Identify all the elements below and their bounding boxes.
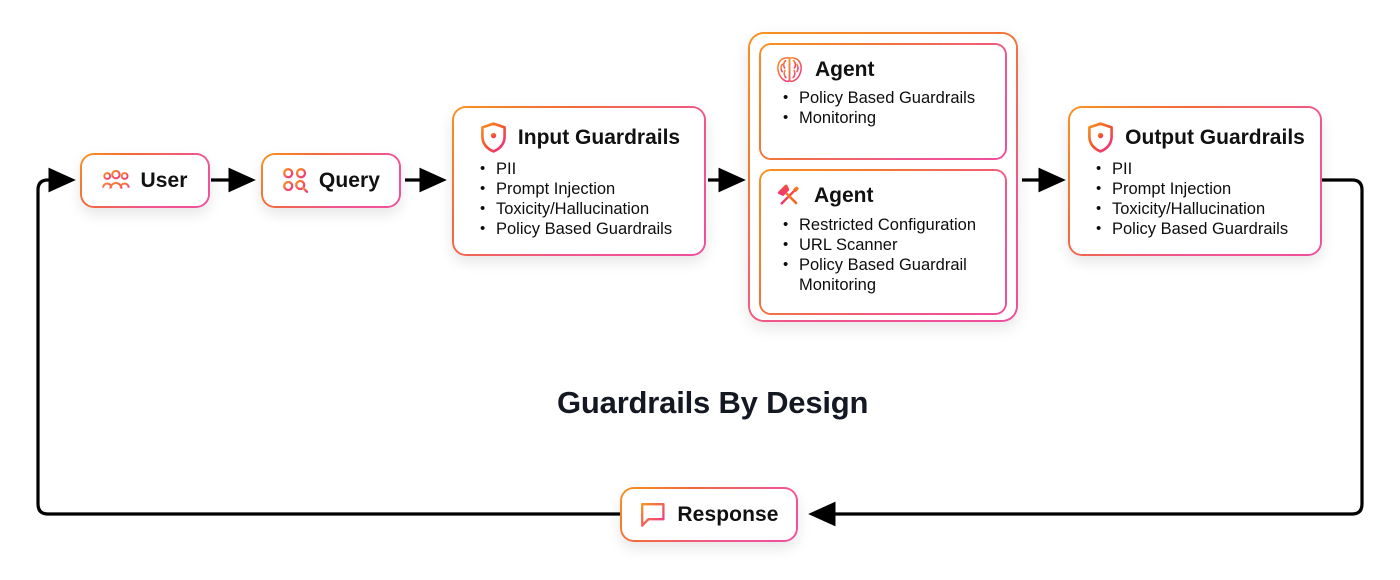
agent-brain-title: Agent — [815, 57, 875, 81]
node-agent-tools[interactable]: Agent Restricted Configuration URL Scann… — [759, 169, 1007, 315]
list-item: URL Scanner — [783, 235, 991, 255]
node-agent-brain[interactable]: Agent Policy Based Guardrails Monitoring — [759, 43, 1007, 160]
input-guardrails-header: Input Guardrails — [472, 122, 688, 153]
output-guardrails-header: Output Guardrails — [1087, 122, 1305, 153]
node-user-label: User — [140, 168, 188, 192]
agent-tools-list: Restricted Configuration URL Scanner Pol… — [775, 215, 991, 295]
node-query-label: Query — [318, 168, 381, 192]
list-item: PII — [1096, 159, 1304, 179]
node-output-guardrails[interactable]: Output Guardrails PII Prompt Injection T… — [1068, 106, 1322, 256]
tools-icon — [775, 182, 803, 210]
shield-lock-icon — [1087, 122, 1114, 153]
output-guardrails-list: PII Prompt Injection Toxicity/Hallucinat… — [1088, 159, 1304, 239]
users-group-icon — [102, 169, 131, 192]
input-guardrails-list: PII Prompt Injection Toxicity/Hallucinat… — [472, 159, 688, 239]
input-guardrails-title: Input Guardrails — [517, 125, 681, 149]
list-item: Toxicity/Hallucination — [480, 199, 688, 219]
agent-brain-header: Agent — [775, 56, 991, 83]
node-query[interactable]: Query — [261, 153, 401, 208]
list-item: Policy Based Guardrail Monitoring — [783, 255, 985, 295]
node-input-guardrails[interactable]: Input Guardrails PII Prompt Injection To… — [452, 106, 706, 256]
list-item: PII — [480, 159, 688, 179]
brain-icon — [775, 56, 804, 83]
list-item: Toxicity/Hallucination — [1096, 199, 1304, 219]
node-response[interactable]: Response — [620, 487, 798, 542]
list-item: Prompt Injection — [480, 179, 688, 199]
shield-lock-icon — [480, 122, 507, 153]
agent-brain-list: Policy Based Guardrails Monitoring — [775, 88, 991, 128]
agent-tools-title: Agent — [814, 184, 874, 207]
node-response-label: Response — [677, 502, 779, 526]
chat-bubble-lines-icon — [639, 501, 667, 529]
list-item: Prompt Injection — [1096, 179, 1304, 199]
list-item: Policy Based Guardrails — [480, 219, 688, 239]
list-item: Policy Based Guardrails — [1096, 219, 1304, 239]
list-item: Policy Based Guardrails — [783, 88, 991, 108]
node-user[interactable]: User — [80, 153, 210, 208]
list-item: Monitoring — [783, 108, 991, 128]
output-guardrails-title: Output Guardrails — [1125, 125, 1305, 149]
agent-tools-header: Agent — [775, 182, 991, 210]
list-item: Restricted Configuration — [783, 215, 991, 235]
query-search-icon — [282, 167, 309, 194]
node-agent-group: Agent Policy Based Guardrails Monitoring — [748, 32, 1018, 322]
page-title: Guardrails By Design — [557, 385, 869, 420]
